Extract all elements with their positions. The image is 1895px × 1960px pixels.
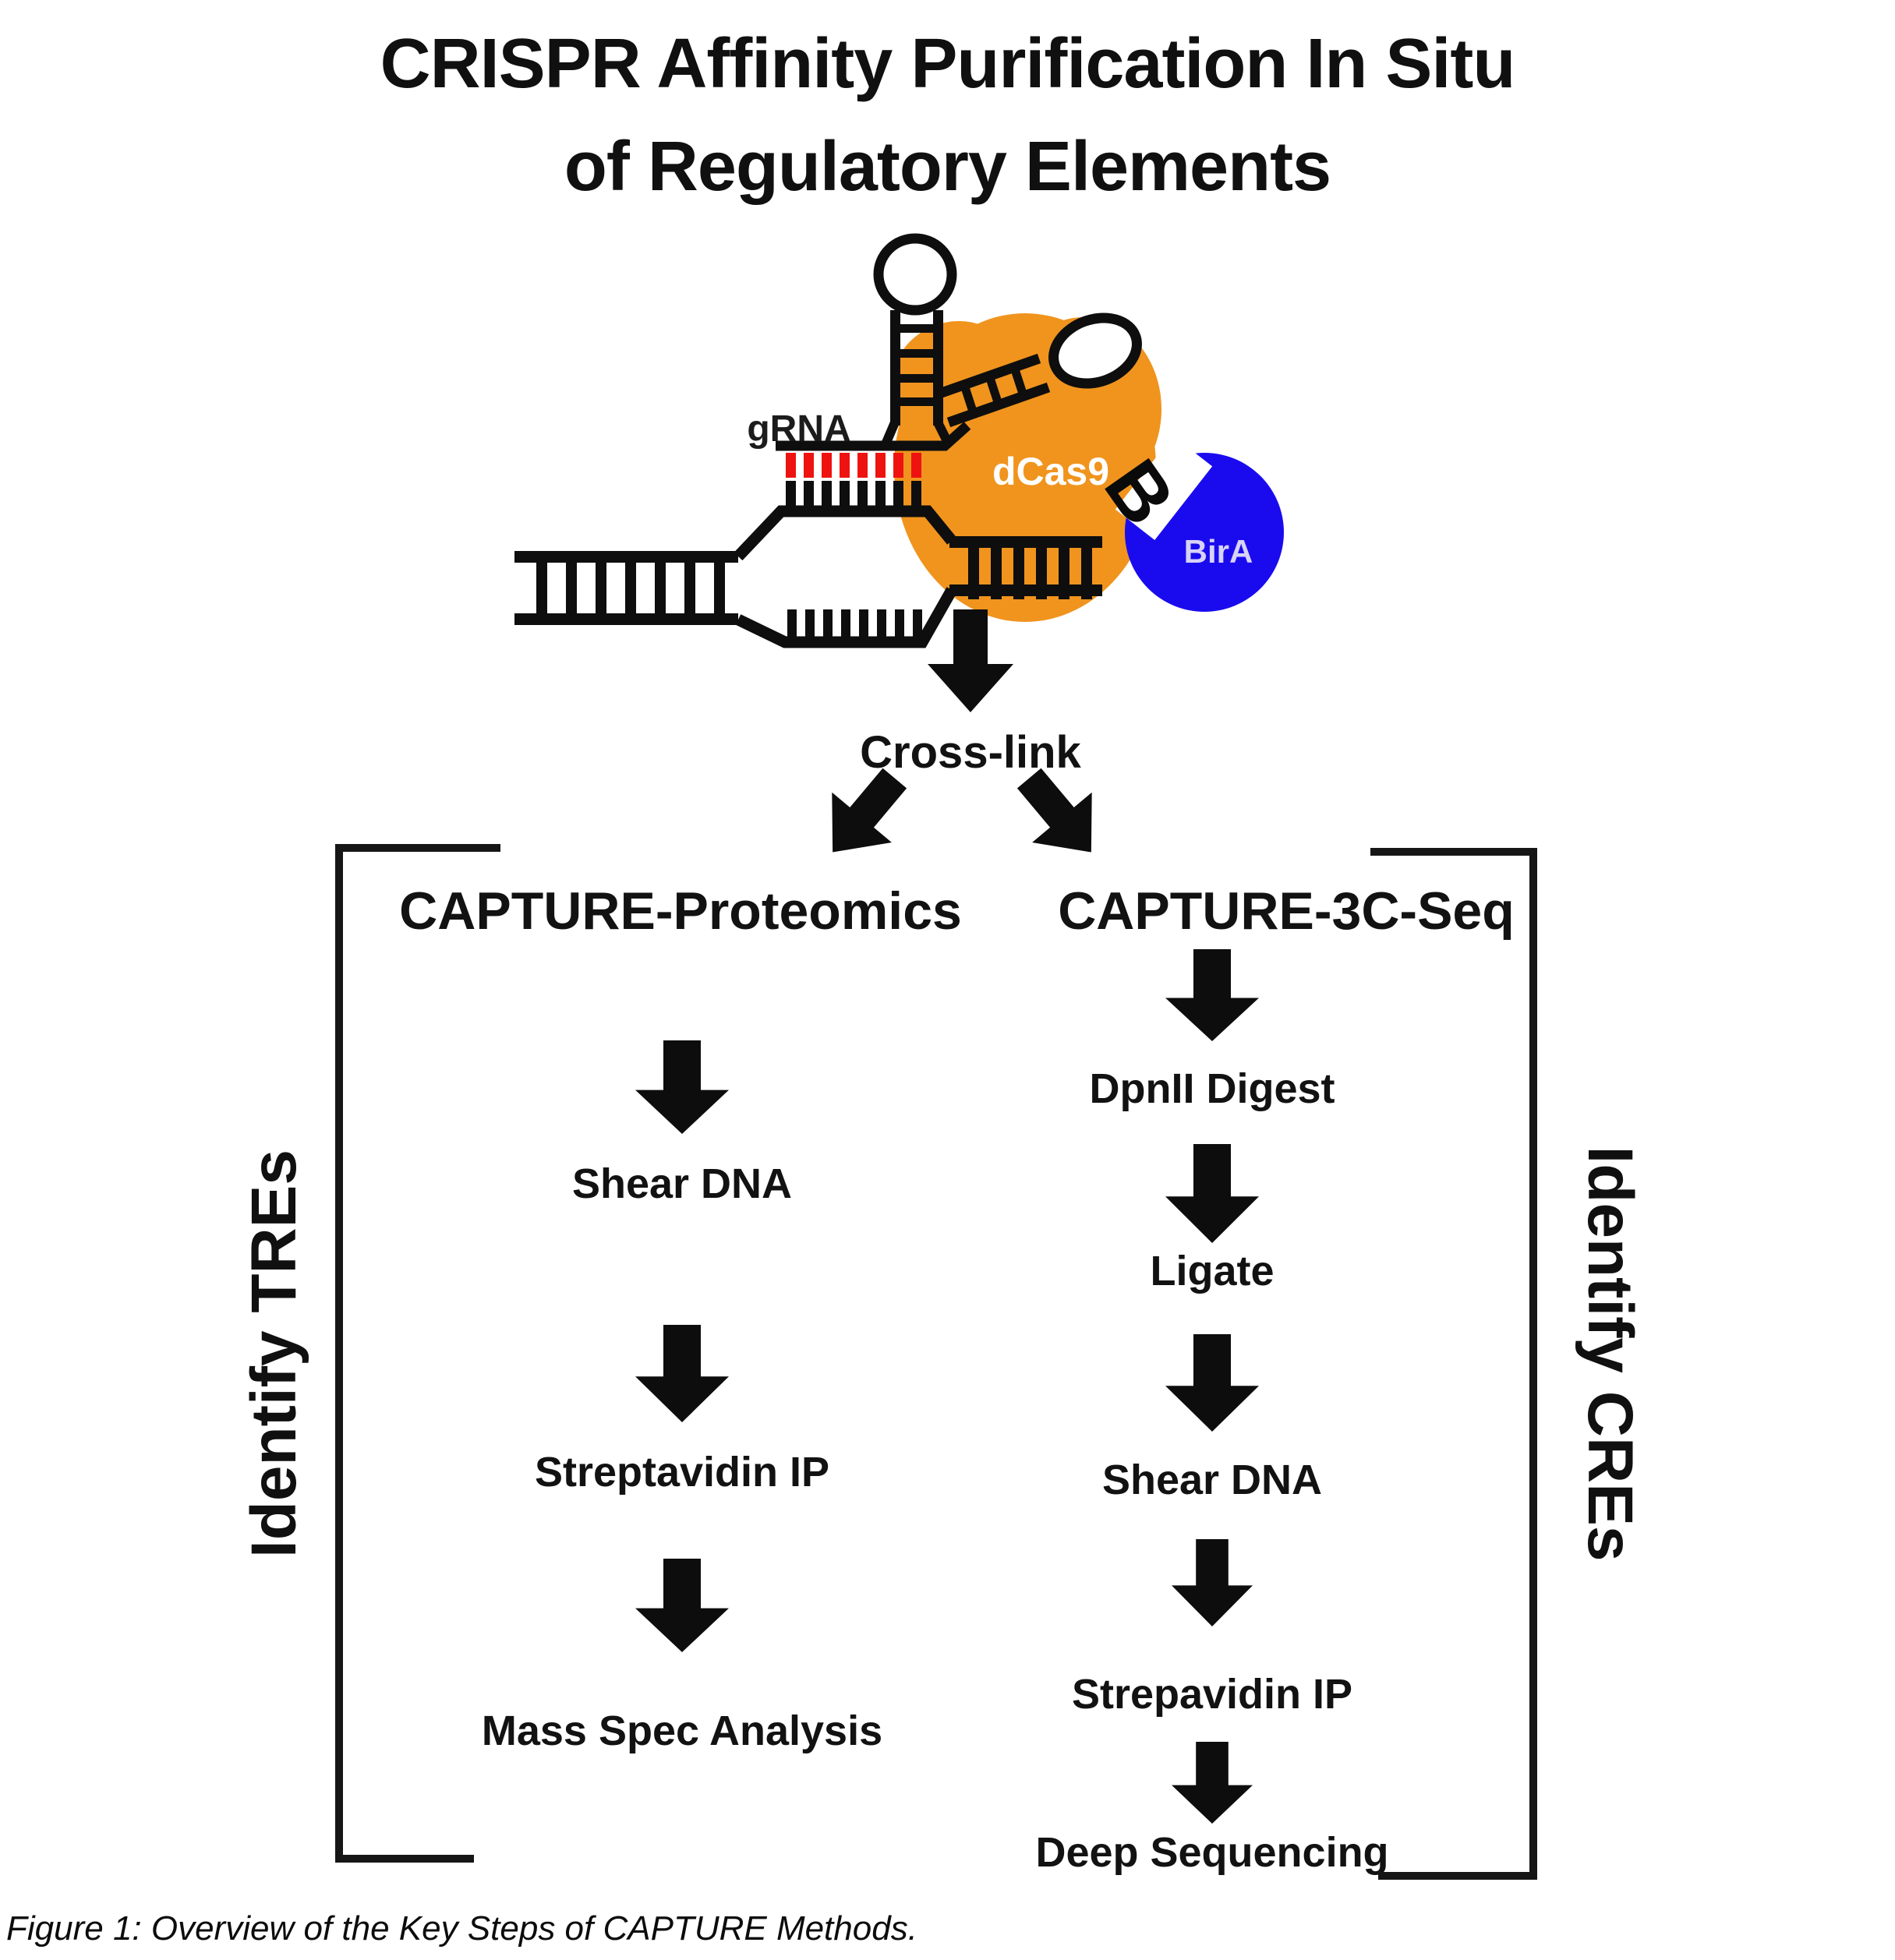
crosslink-label: Cross-link [860,727,1081,778]
hairpin-loop-2 [1048,313,1142,389]
proteomics-arrow-2-icon [635,1325,729,1422]
threec-arrow-2-icon [1165,1144,1259,1243]
dna-bubble [734,505,957,648]
side-label-identify-tres: Identify TREs [239,1150,309,1558]
bracket-left-bottom-arm [335,1855,474,1863]
title-line-2: of Regulatory Elements [564,128,1331,207]
figure-caption: Figure 1: Overview of the Key Steps of C… [6,1909,917,1948]
biotin-notch [1115,436,1213,540]
molecule-graphic: gRNA dCas9 B BirA [514,233,1284,648]
header-capture-3c-seq: CAPTURE-3C-Seq [1058,881,1515,941]
bracket-right-bottom-arm [1378,1872,1537,1880]
step-mass-spec-analysis: Mass Spec Analysis [481,1707,883,1754]
grna-scaffold-hairpin-2 [937,313,1142,428]
hairpin-loop-1 [873,233,957,316]
threec-arrow-3-icon [1165,1334,1259,1432]
figure-title: CRISPR Affinity Purification In Situ of … [0,12,1895,219]
proteomics-arrow-3-icon [635,1559,729,1652]
grna-pairing-red [786,453,921,478]
step-strepavidin-ip: Strepavidin IP [1071,1671,1353,1718]
proteomics-arrow-1-icon [635,1040,729,1134]
bracket-right-vertical [1529,848,1537,1880]
dna-left-duplex [514,551,738,625]
title-line-1: CRISPR Affinity Purification In Situ [380,25,1516,103]
bira-label: BirA [1184,533,1253,570]
step-ligate: Ligate [1150,1248,1275,1294]
bracket-left-top-arm [335,844,500,852]
bracket-left-vertical [335,844,343,1863]
dcas9-label: dCas9 [992,450,1109,493]
header-capture-proteomics: CAPTURE-Proteomics [399,881,962,941]
step-shear-dna-proteomics: Shear DNA [571,1160,793,1207]
dna-target-strand-rungs [786,481,921,507]
grna-label: gRNA [747,408,850,450]
step-deep-sequencing: Deep Sequencing [1035,1829,1389,1876]
bracket-right-top-arm [1370,848,1537,856]
dna-bubble-lower-rungs [787,609,922,641]
bira-blob [1115,436,1284,612]
dna-right-duplex [949,536,1102,599]
threec-arrow-5-icon [1172,1742,1253,1824]
step-dpnii-digest: DpnII Digest [1089,1065,1335,1112]
threec-arrow-4-icon [1172,1539,1253,1626]
step-streptavidin-ip: Streptavidin IP [534,1449,830,1496]
step-shear-dna-3c: Shear DNA [1101,1457,1323,1503]
threec-arrow-1-icon [1165,949,1259,1041]
side-label-identify-cres: Identify CREs [1575,1146,1646,1562]
